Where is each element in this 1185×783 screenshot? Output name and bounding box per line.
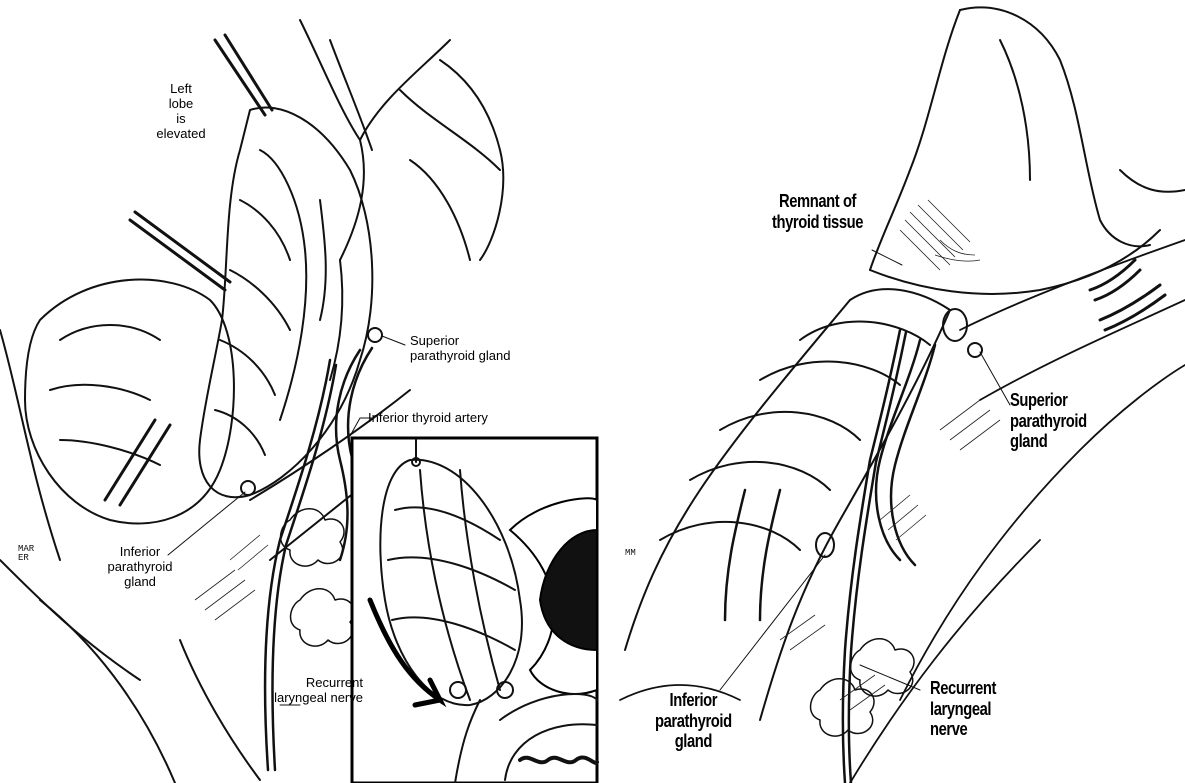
label-inferior-parathyroid-right: Inferior parathyroid gland bbox=[655, 690, 732, 752]
leader-lines-right bbox=[720, 250, 1010, 690]
superior-gland-right-small bbox=[968, 343, 982, 357]
nerve-and-artery-right bbox=[725, 330, 935, 783]
fat-lobules-right bbox=[811, 639, 914, 736]
inset bbox=[352, 438, 597, 783]
remnant-tissue bbox=[900, 200, 980, 270]
label-superior-parathyroid-right: Superior parathyroid gland bbox=[1010, 390, 1087, 452]
artist-signature-left: MAR ER bbox=[18, 545, 34, 563]
label-inferior-parathyroid-left: Inferior parathyroid gland bbox=[100, 545, 180, 590]
larynx bbox=[870, 7, 1185, 293]
label-inferior-thyroid-artery: Inferior thyroid artery bbox=[368, 411, 488, 426]
label-left-lobe-elevated: Left lobe is elevated bbox=[156, 82, 206, 142]
hatching-left bbox=[195, 535, 268, 620]
label-remnant-thyroid-tissue: Remnant of thyroid tissue bbox=[772, 191, 863, 232]
superior-gland-right bbox=[943, 309, 967, 341]
artist-signature-right: MM bbox=[625, 548, 636, 558]
label-superior-parathyroid-left: Superior parathyroid gland bbox=[410, 334, 510, 364]
label-recurrent-nerve-right: Recurrent laryngeal nerve bbox=[930, 678, 996, 740]
inferior-gland-left bbox=[241, 481, 255, 495]
inferior-gland-right bbox=[816, 533, 834, 557]
upper-vessels bbox=[300, 20, 503, 260]
label-recurrent-nerve-left: Recurrent laryngeal nerve bbox=[218, 676, 363, 706]
right-panel-drawing bbox=[620, 7, 1185, 783]
hatching-right bbox=[780, 400, 1000, 710]
superior-gland-left bbox=[368, 328, 382, 342]
